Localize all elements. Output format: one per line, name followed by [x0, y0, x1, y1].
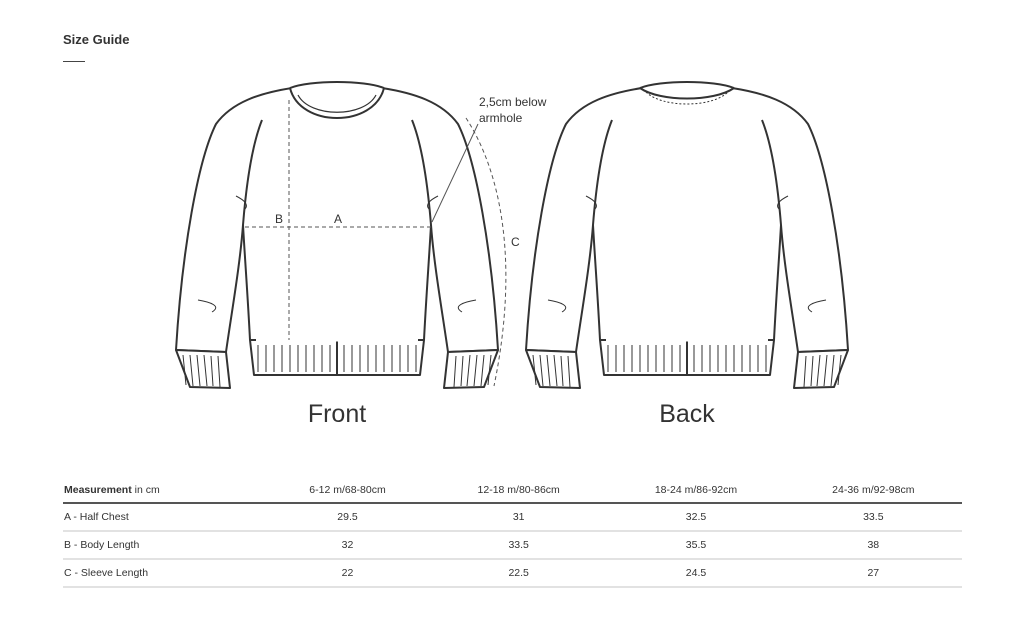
dimension-label-a: A [334, 212, 343, 226]
dimension-label-b: B [275, 212, 284, 226]
armhole-annotation: 2,5cm below armhole [479, 94, 546, 126]
back-sweatshirt-drawing [525, 81, 849, 389]
table-row: A - Half Chest 29.5 31 32.5 33.5 [63, 503, 962, 532]
cell: 22 [265, 559, 431, 588]
table-row: B - Body Length 32 33.5 35.5 38 [63, 531, 962, 560]
column-header: 18-24 m/86-92cm [607, 478, 785, 504]
dimension-label-c: C [511, 235, 520, 249]
front-sweatshirt-drawing [175, 81, 499, 389]
header-measurement: Measurement in cm [63, 478, 265, 504]
cell: 31 [430, 503, 608, 532]
size-table: Measurement in cm 6-12 m/68-80cm 12-18 m… [63, 478, 962, 588]
cell: 38 [784, 531, 962, 560]
cell: 24.5 [607, 559, 785, 588]
table-row: C - Sleeve Length 22 22.5 24.5 27 [63, 559, 962, 588]
dimension-lines [245, 100, 507, 387]
annotation-line-2: armhole [479, 111, 523, 125]
row-label: B - Body Length [63, 531, 265, 560]
cell: 32 [265, 531, 431, 560]
cell: 22.5 [430, 559, 608, 588]
annotation-line-1: 2,5cm below [479, 95, 547, 109]
front-label: Front [307, 400, 367, 428]
header-bold: Measurement [64, 484, 132, 496]
header-unit: in cm [131, 484, 160, 496]
cell: 32.5 [607, 503, 785, 532]
cell: 33.5 [430, 531, 608, 560]
column-header: 12-18 m/80-86cm [430, 478, 608, 504]
cell: 33.5 [784, 503, 962, 532]
title-underline [63, 61, 85, 62]
row-label: C - Sleeve Length [63, 559, 265, 588]
back-label: Back [659, 400, 715, 428]
cell: 35.5 [607, 531, 785, 560]
table-header-row: Measurement in cm 6-12 m/68-80cm 12-18 m… [63, 478, 962, 504]
column-header: 6-12 m/68-80cm [265, 478, 431, 504]
sweatshirt-illustrations [175, 81, 849, 389]
cell: 29.5 [265, 503, 431, 532]
row-label: A - Half Chest [63, 503, 265, 532]
cell: 27 [784, 559, 962, 588]
column-header: 24-36 m/92-98cm [784, 478, 962, 504]
page-title: Size Guide [63, 32, 130, 47]
